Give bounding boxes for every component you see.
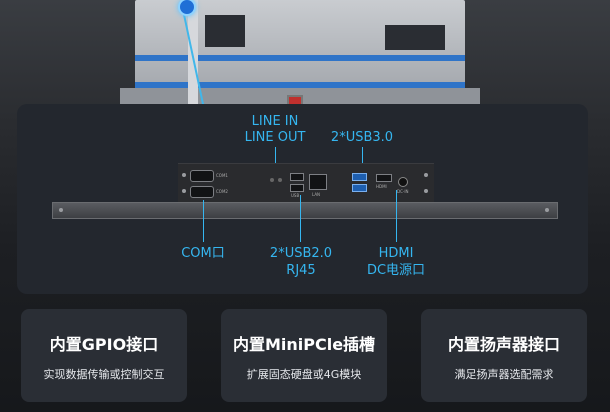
- feature-card-gpio: 内置GPIO接口 实现数据传输或控制交互: [21, 309, 187, 402]
- hdmi-mark: HDMI: [376, 184, 387, 189]
- dc-jack: [398, 177, 408, 187]
- mount-hole: [59, 208, 63, 212]
- mounting-flange: [52, 202, 558, 219]
- leader-line-usb3: [362, 147, 363, 175]
- lan-mark: LAN: [312, 192, 321, 197]
- feature-card-speaker: 内置扬声器接口 满足扬声器选配需求: [421, 309, 587, 402]
- usb3-port: [352, 173, 367, 181]
- com1-port: [190, 170, 214, 182]
- com2-port: [190, 186, 214, 198]
- card-title: 内置GPIO接口: [49, 335, 159, 354]
- pointer-dot-icon: [178, 0, 196, 16]
- screw-icon: [424, 173, 428, 177]
- machine-stripe: [135, 82, 465, 88]
- com1-mark: COM1: [216, 173, 228, 178]
- label-usb2: 2*USB2.0: [269, 246, 333, 261]
- screw-icon: [424, 189, 428, 193]
- card-title: 内置扬声器接口: [447, 335, 560, 354]
- usb3-port: [352, 184, 367, 192]
- screw-icon: [182, 173, 186, 177]
- label-dc: DC电源口: [366, 263, 426, 278]
- dc-mark: DC-IN: [397, 189, 409, 194]
- label-line-in: LINE IN: [251, 114, 299, 129]
- label-rj45: RJ45: [286, 263, 316, 278]
- leader-line-com: [203, 200, 204, 242]
- machine-stripe: [135, 55, 465, 61]
- label-usb3: 2*USB3.0: [330, 130, 394, 145]
- label-line-out: LINE OUT: [244, 130, 306, 145]
- label-com: COM口: [181, 246, 225, 261]
- hdmi-port: [376, 174, 392, 182]
- com2-mark: COM2: [216, 189, 228, 194]
- usb-mark: USB: [291, 193, 300, 198]
- card-desc: 满足扬声器选配需求: [454, 368, 554, 381]
- usb2-port: [290, 173, 304, 181]
- mount-hole: [545, 208, 549, 212]
- rj45-port: [309, 174, 327, 190]
- feature-card-minipcie: 内置MiniPCle插槽 扩展固态硬盘或4G模块: [221, 309, 387, 402]
- device-rear-io: COM1 COM2 USB LAN HDMI DC-IN: [178, 163, 434, 202]
- machine-window: [385, 25, 445, 50]
- leader-line-usb2: [300, 195, 301, 242]
- leader-line-audio: [275, 147, 276, 172]
- card-desc: 实现数据传输或控制交互: [43, 368, 165, 381]
- line-in-jack: [270, 178, 274, 182]
- card-title: 内置MiniPCle插槽: [232, 335, 376, 354]
- screw-icon: [182, 189, 186, 193]
- machine-window: [205, 15, 245, 47]
- line-out-jack: [278, 178, 282, 182]
- usb2-port: [290, 184, 304, 192]
- leader-line-hdmi-dc: [396, 190, 397, 242]
- label-hdmi: HDMI: [378, 246, 414, 261]
- card-desc: 扩展固态硬盘或4G模块: [246, 368, 362, 381]
